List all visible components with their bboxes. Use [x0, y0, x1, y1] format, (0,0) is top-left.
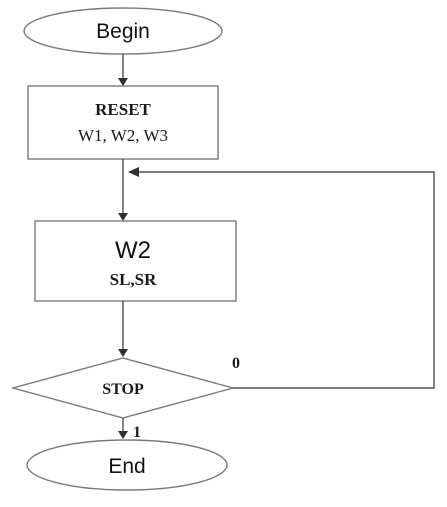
arrowhead-begin-reset	[118, 78, 128, 86]
end-node: End	[26, 439, 228, 491]
w2-subtitle: SL,SR	[110, 270, 157, 289]
arrowhead-stop-loop	[128, 167, 139, 177]
reset-title: RESET	[95, 100, 151, 119]
end-label: End	[108, 455, 145, 478]
w2-title: W2	[115, 237, 151, 264]
arrowhead-w2-stop	[118, 349, 128, 357]
reset-subtitle: W1, W2, W3	[78, 126, 168, 145]
stop-node: STOP	[10, 357, 236, 419]
exit-label-one: 1	[133, 424, 141, 441]
w2-node: W2 SL,SR	[34, 220, 237, 302]
begin-label: Begin	[96, 20, 150, 43]
begin-node: Begin	[23, 7, 223, 55]
reset-node: RESET W1, W2, W3	[27, 85, 219, 160]
stop-label: STOP	[102, 381, 144, 398]
arrowhead-reset-w2	[118, 213, 128, 221]
arrowhead-stop-end	[118, 431, 128, 439]
edge-stop-loop	[138, 171, 435, 389]
loop-label-zero: 0	[232, 355, 240, 372]
